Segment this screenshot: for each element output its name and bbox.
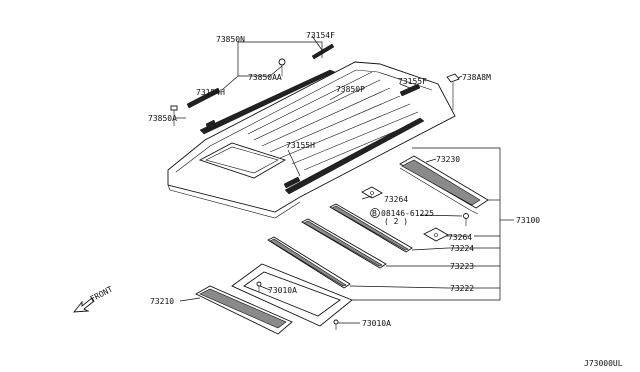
screw-73010a-upper — [256, 281, 262, 292]
screw-73010a-lower — [333, 319, 339, 330]
label-73850a: 73850A — [148, 114, 177, 123]
roof-bow-73224 — [329, 203, 413, 253]
part-labels: 73850N 73154F 73850AA 73154H 73155F 738A… — [89, 31, 623, 368]
roof-rail-left — [186, 69, 336, 135]
bolt-mark-circle — [370, 208, 380, 218]
label-08146-qty: ( 2 ) — [384, 217, 408, 226]
label-73850n: 73850N — [216, 35, 245, 44]
label-73223: 73223 — [450, 262, 474, 271]
label-738a8m: 738A8M — [462, 73, 491, 82]
label-73010a-upper: 73010A — [268, 286, 297, 295]
label-73222: 73222 — [450, 284, 474, 293]
label-73154h: 73154H — [196, 88, 225, 97]
label-73230: 73230 — [436, 155, 460, 164]
leader-lines — [176, 35, 514, 324]
label-08146-mark: B — [372, 209, 377, 218]
sunroof-frame — [195, 263, 353, 335]
label-73850p: 73850P — [336, 85, 365, 94]
label-73100: 73100 — [516, 216, 540, 225]
label-73155h: 73155H — [286, 141, 315, 150]
roof-bow-73222 — [267, 236, 351, 289]
bracket-73264-upper — [361, 186, 383, 199]
diagram-code: J73000UL — [584, 359, 623, 368]
label-08146: 08146-61225 — [381, 209, 434, 218]
bracket-73264-lower — [423, 227, 449, 242]
label-73154f: 73154F — [306, 31, 335, 40]
roof-rail-right — [284, 117, 425, 195]
label-73210: 73210 — [150, 297, 174, 306]
clip-738a8m — [446, 73, 460, 110]
front-label: FRONT — [89, 284, 115, 303]
screw-73850aa — [278, 58, 286, 76]
bolt-08146 — [463, 213, 469, 226]
label-73264-upper: 73264 — [384, 195, 408, 204]
roof-bow-rear — [399, 155, 489, 215]
label-73010a-lower: 73010A — [362, 319, 391, 328]
roof-panel — [167, 61, 456, 219]
label-73224: 73224 — [450, 244, 474, 253]
label-73155f: 73155F — [398, 77, 427, 86]
screw-73850a — [170, 105, 178, 126]
label-73264-lower: 73264 — [448, 233, 472, 242]
label-73850aa: 73850AA — [248, 73, 282, 82]
roof-bow-73223 — [301, 218, 387, 269]
front-arrow-icon — [73, 297, 95, 313]
rail-end-caps — [205, 43, 421, 189]
